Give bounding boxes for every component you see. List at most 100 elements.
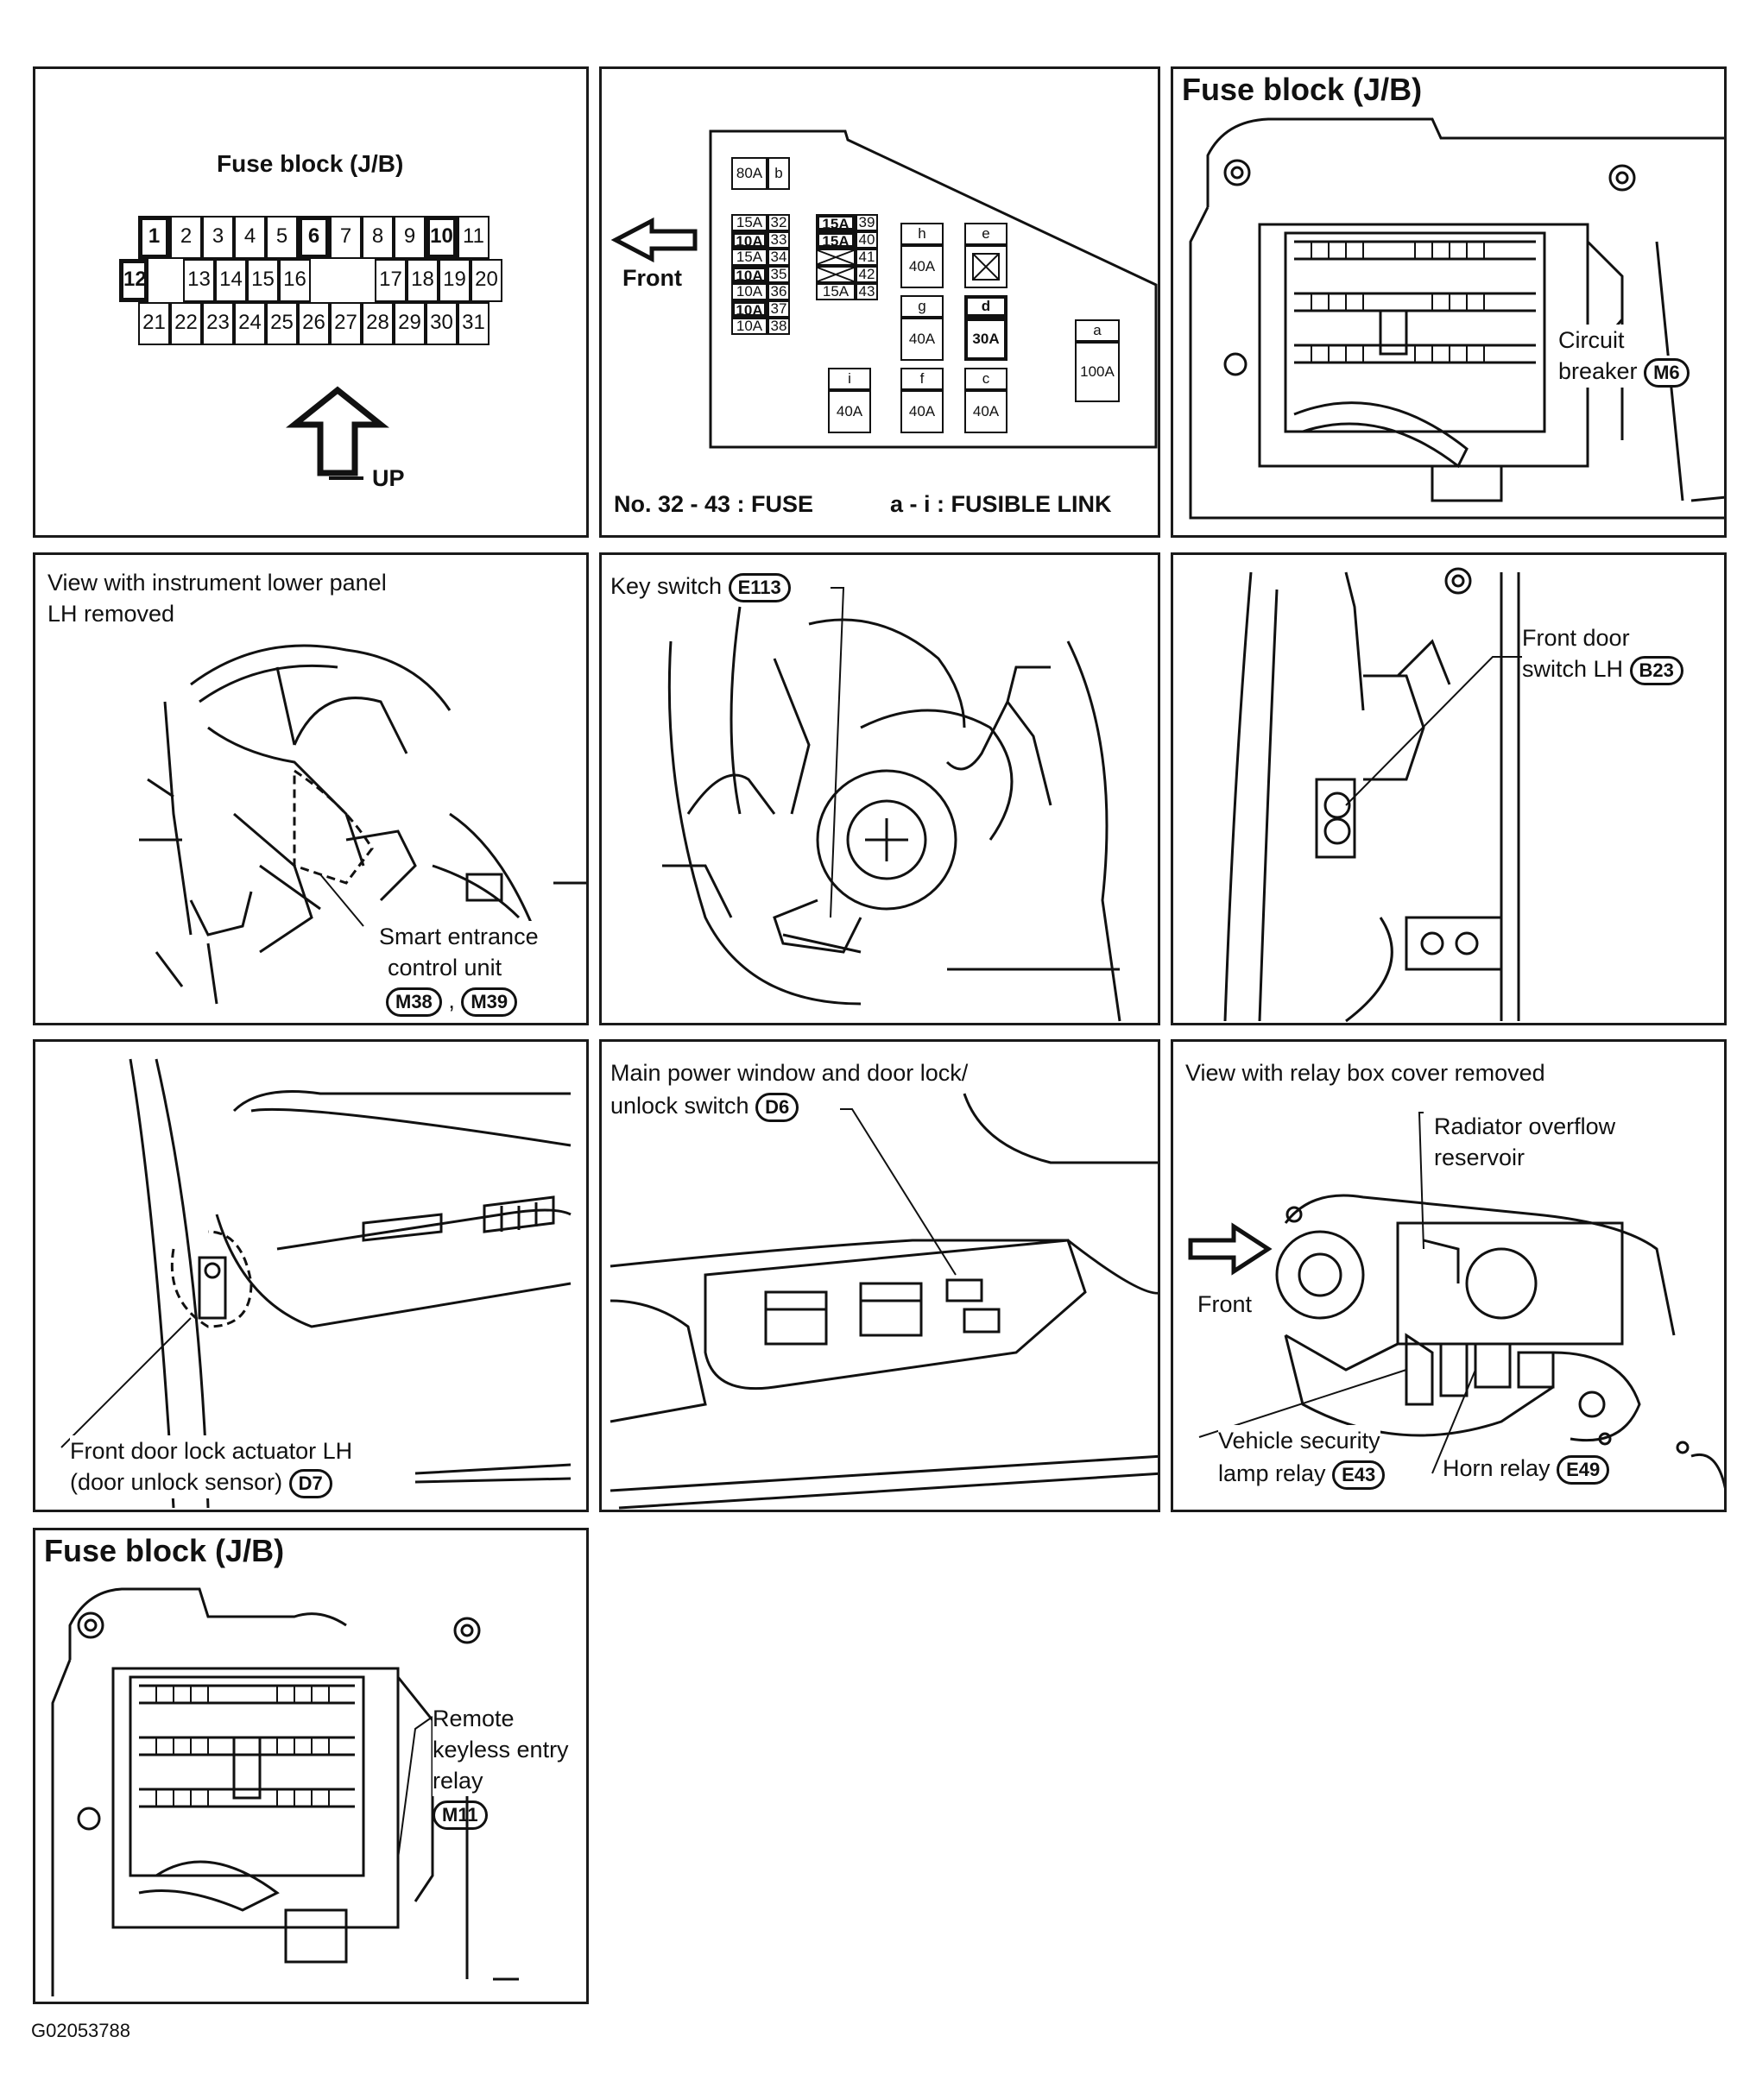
fuse-slot-empty [311,259,343,302]
fusible-link-h: 40A [900,245,944,288]
fuse-block-title: Fuse block (J/B) [44,1533,285,1568]
keyless-relay-label-line3: relay [433,1765,483,1796]
fuse-legend: No. 32 - 43 : FUSE [614,491,814,517]
fuse-slot-25: 25 [266,302,298,345]
fusible-link-g-label: g [900,295,944,318]
fusible-link-i-label: i [828,368,871,390]
fuse-34-rating: 15A [731,249,767,266]
smart-entrance-label-line2: control unit [388,952,502,983]
fuse-slot-29: 29 [394,302,426,345]
fuse-slot-9: 9 [394,216,426,259]
fuse-slot-2: 2 [170,216,202,259]
panel-door-lock-actuator: Front door lock actuator LH (door unlock… [33,1039,589,1512]
fuse-40-rating: 15A [816,231,856,249]
keyless-relay-label-line1: Remote [433,1703,515,1734]
fuse-36-number: 36 [767,283,790,300]
fuse-slot-4: 4 [234,216,266,259]
connector-badge: E113 [728,572,791,602]
power-window-label-text: unlock switch [610,1093,749,1119]
fuse-slot-15: 15 [247,259,279,302]
fusible-link-f: 40A [900,390,944,433]
fusible-link-d: 30A [964,318,1007,361]
fusible-link-b: b [767,157,790,190]
fusible-link-80a: 80A [731,157,767,190]
fuse-38-rating: 10A [731,318,767,335]
keyless-relay-connector: M11 [433,1798,488,1830]
fuse-block-title: Fuse block (J/B) [217,150,404,177]
connector-badge-e43: E43 [1332,1460,1386,1490]
fusible-link-a-label: a [1075,319,1120,342]
fuse-37-number: 37 [767,300,790,318]
fuse-slot-empty [148,259,183,302]
fuse-slot-17: 17 [375,259,407,302]
fuse-slot-23: 23 [202,302,234,345]
connector-badge: M11 [433,1800,488,1830]
fuse-slot-22: 22 [170,302,202,345]
fusible-link-d-label: d [964,295,1007,318]
fuse-37-rating: 10A [731,300,767,318]
fuse-slot-12: 12 [119,259,148,302]
horn-relay-label: Horn relay E49 [1443,1453,1610,1485]
fuse-slot-20: 20 [471,259,502,302]
connector-badge: M6 [1644,357,1690,388]
fusible-link-legend: a - i : FUSIBLE LINK [890,491,1112,517]
panel-key-switch: Key switch E113 [599,552,1160,1025]
panel-smart-entrance: View with instrument lower panel LH remo… [33,552,589,1025]
fuse-slot-14: 14 [215,259,247,302]
panel-front-door-switch: Front door switch LH B23 [1171,552,1727,1025]
fuse-38-number: 38 [767,318,790,335]
empty-slot-icon [972,253,1000,281]
fuse-32-rating: 15A [731,214,767,231]
front-door-switch-label-line2: switch LH B23 [1522,653,1683,685]
fuse-33-number: 33 [767,231,790,249]
door-lock-actuator-label-text: (door unlock sensor) [70,1469,283,1495]
key-switch-label-text: Key switch [610,573,723,599]
fusible-link-f-label: f [900,368,944,390]
fuse-slot-16: 16 [279,259,311,302]
fuse-slot-27: 27 [330,302,362,345]
fuse-35-number: 35 [767,266,790,283]
panel-circuit-breaker: Fuse block (J/B) Circuit breaker M6 [1171,66,1727,538]
empty-fuse-slots-icon [817,249,855,282]
panel-power-window-switch: Main power window and door lock/ unlock … [599,1039,1160,1512]
front-label: Front [622,265,682,291]
fuse-slot-11: 11 [458,216,490,259]
fuse-34-number: 34 [767,249,790,266]
fuse-42-number: 42 [856,266,878,283]
door-switch-drawing [1223,567,1527,1023]
fuse-35-rating: 10A [731,266,767,283]
relay-box-drawing [1188,1112,1724,1490]
panel-keyless-entry-relay: Fuse block (J/B) Remote keyless entry re… [33,1528,589,2004]
fuse-33-rating: 10A [731,231,767,249]
fusible-link-e [964,245,1007,288]
fuse-slot-31: 31 [458,302,490,345]
fuse-slot-18: 18 [407,259,439,302]
fuse-slot-empty [343,259,375,302]
fuse-box-outline [610,129,1158,449]
connector-badge: B23 [1629,655,1683,685]
fuse-slot-19: 19 [439,259,471,302]
door-lock-actuator-label-line2: (door unlock sensor) D7 [70,1466,332,1498]
relay-view-title: View with relay box cover removed [1185,1060,1545,1086]
radiator-label-line1: Radiator overflow [1434,1113,1616,1139]
connector-badge-m39: M39 [461,987,518,1017]
fuse-36-rating: 10A [731,283,767,300]
fuse-43-number: 43 [856,283,878,300]
fuse-slot-3: 3 [202,216,234,259]
panel-relay-box: View with relay box cover removed Radiat… [1171,1039,1727,1512]
fusible-link-e-label: e [964,223,1007,245]
fuse-slot-6: 6 [298,216,330,259]
fuse-39-rating: 15A [816,214,856,231]
view-title-line2: LH removed [47,601,175,627]
fuse-slot-28: 28 [362,302,394,345]
fuse-39-number: 39 [856,214,878,231]
power-window-label-line2: unlock switch D6 [610,1090,799,1122]
connector-row: M38 , M39 [386,985,518,1017]
radiator-label-line2: reservoir [1434,1145,1525,1170]
power-window-label-line1: Main power window and door lock/ [610,1060,969,1086]
fusible-link-c-label: c [964,368,1007,390]
figure-code: G02053788 [31,2020,130,2041]
vehicle-security-label-line1: Vehicle security [1218,1425,1380,1456]
